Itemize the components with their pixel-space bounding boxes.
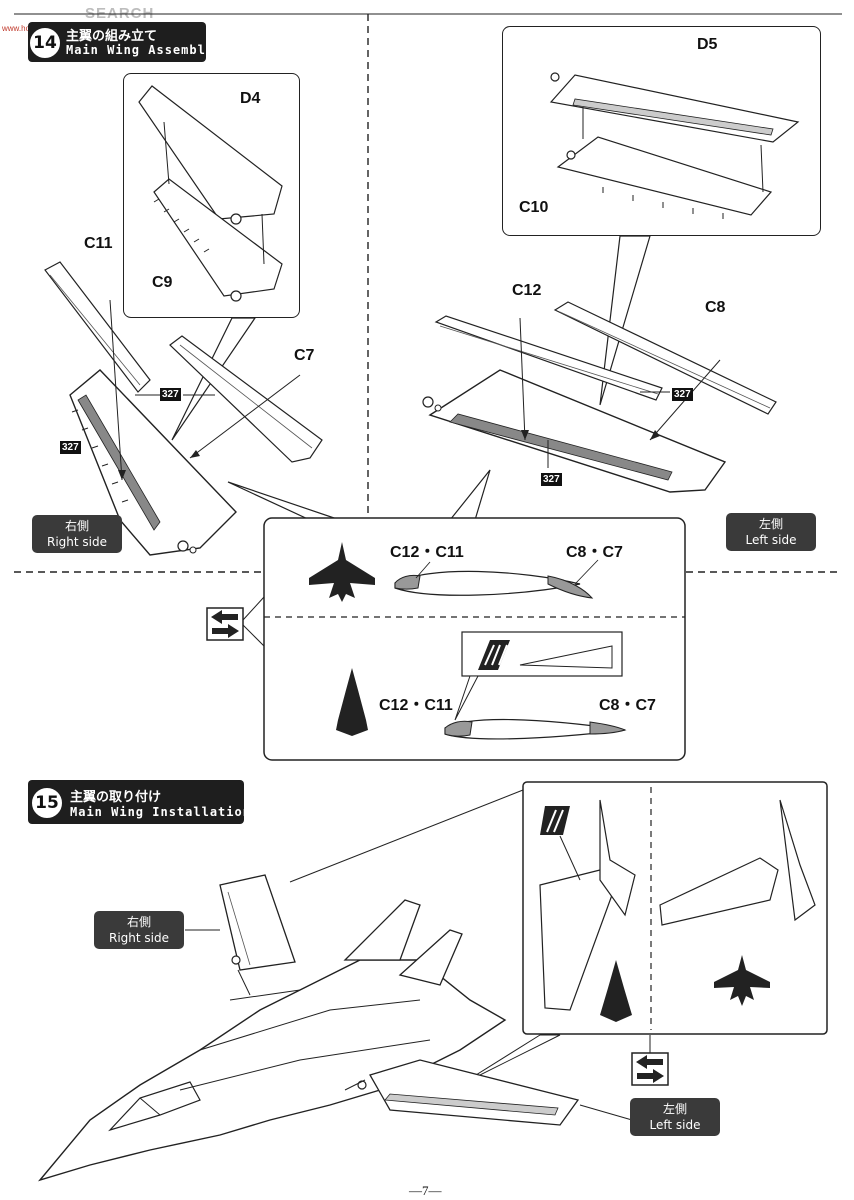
left-side-label-ja: 左側 — [758, 517, 783, 531]
part-label-c9: C9 — [152, 274, 173, 291]
left-side-label: 左側 Left side — [630, 1098, 720, 1136]
step-14-number: 14 — [28, 26, 62, 60]
step-15-title-ja: 主翼の取り付け — [70, 790, 162, 805]
left-side-label-en: Left side — [745, 533, 797, 547]
right-side-label-en: Right side — [47, 535, 107, 549]
part-label-d5: D5 — [697, 36, 718, 53]
part-label-d4: D4 — [240, 90, 261, 107]
d5-c10-drawing — [549, 72, 800, 219]
section-label-flaps-swept: C8・C7 — [599, 697, 656, 714]
d4-c9-drawing — [138, 85, 283, 302]
part-label-c7: C7 — [294, 347, 315, 364]
paint-code-badge: 327 — [60, 441, 81, 454]
right-side-label: 右側 Right side — [32, 515, 122, 553]
part-label-c11: C11 — [84, 235, 113, 252]
step-15-header — [28, 780, 244, 824]
step-14-title-en: Main Wing Assembly — [66, 43, 215, 57]
step-15-number: 15 — [30, 786, 64, 820]
section-label-slats-extended: C12・C11 — [390, 544, 464, 561]
paint-code-badge: 327 — [160, 388, 181, 401]
paint-code-badge: 327 — [672, 388, 693, 401]
left-side-label-ja: 左側 — [662, 1102, 687, 1116]
right-side-label: 右側 Right side — [94, 911, 184, 949]
part-label-c12: C12 — [512, 282, 542, 299]
d4-c9-detail-panel — [123, 73, 300, 318]
step-15-title-en: Main Wing Installation — [70, 805, 251, 819]
page-number: —7— — [409, 1183, 442, 1198]
part-label-c8: C8 — [705, 299, 726, 316]
right-side-label-ja: 右側 — [126, 915, 151, 929]
step-14-title-ja: 主翼の組み立て — [66, 29, 158, 44]
paint-code-badge: 327 — [541, 473, 562, 486]
right-side-label-en: Right side — [109, 931, 169, 945]
section-label-slats-swept: C12・C11 — [379, 697, 453, 714]
d5-c10-detail-panel — [502, 26, 821, 236]
right-side-label-ja: 右側 — [64, 519, 89, 533]
left-side-label-en: Left side — [649, 1118, 701, 1132]
section-label-flaps-extended: C8・C7 — [566, 544, 623, 561]
part-label-c10: C10 — [519, 199, 549, 216]
left-side-label: 左側 Left side — [726, 513, 816, 551]
